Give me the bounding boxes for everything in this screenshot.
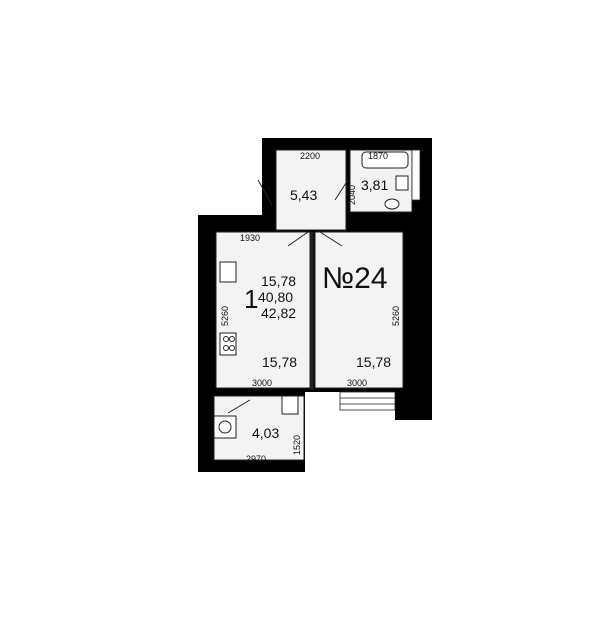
kitchen-floor <box>215 231 311 389</box>
windows <box>339 149 421 411</box>
living-window <box>339 391 396 411</box>
bathtub-icon <box>361 151 409 169</box>
doors <box>227 179 349 414</box>
area-hall: 5,43 <box>290 187 317 203</box>
dim-bath-width: 1870 <box>368 151 388 161</box>
bath-wall-window <box>411 149 421 201</box>
stove-icon <box>219 332 237 356</box>
area-living-room: 15,78 <box>356 354 391 370</box>
room-floors <box>213 149 413 461</box>
area-bathroom: 3,81 <box>361 177 388 193</box>
summary-total-area: 42,82 <box>261 305 296 321</box>
room-count: 1 <box>244 284 258 314</box>
dim-kitchen-depth: 5260 <box>220 306 230 326</box>
area-loggia: 4,03 <box>252 425 279 441</box>
toilet-icon <box>384 198 400 210</box>
area-kitchen: 15,78 <box>262 354 297 370</box>
summary-living-area: 15,78 <box>261 273 296 289</box>
kitchen-sink-icon <box>219 261 237 283</box>
apartment-number: №24 <box>322 262 388 295</box>
sink-icon <box>395 175 409 191</box>
dim-hall-width: 2200 <box>300 151 320 161</box>
dim-bath-depth: 2040 <box>347 185 357 205</box>
hall-floor <box>275 149 347 231</box>
dim-room-width: 3000 <box>347 378 367 388</box>
summary-apartment-area: 40,80 <box>258 289 293 305</box>
dim-kitchen-width: 3000 <box>252 378 272 388</box>
dim-loggia-width: 2970 <box>246 454 266 464</box>
living-room-floor <box>314 231 404 389</box>
dim-kitchen-top: 1930 <box>240 233 260 243</box>
dim-loggia-depth: 1520 <box>292 435 302 455</box>
fixtures <box>213 151 409 439</box>
loggia-cabinet-icon <box>281 395 299 415</box>
dim-room-depth: 5260 <box>391 306 401 326</box>
